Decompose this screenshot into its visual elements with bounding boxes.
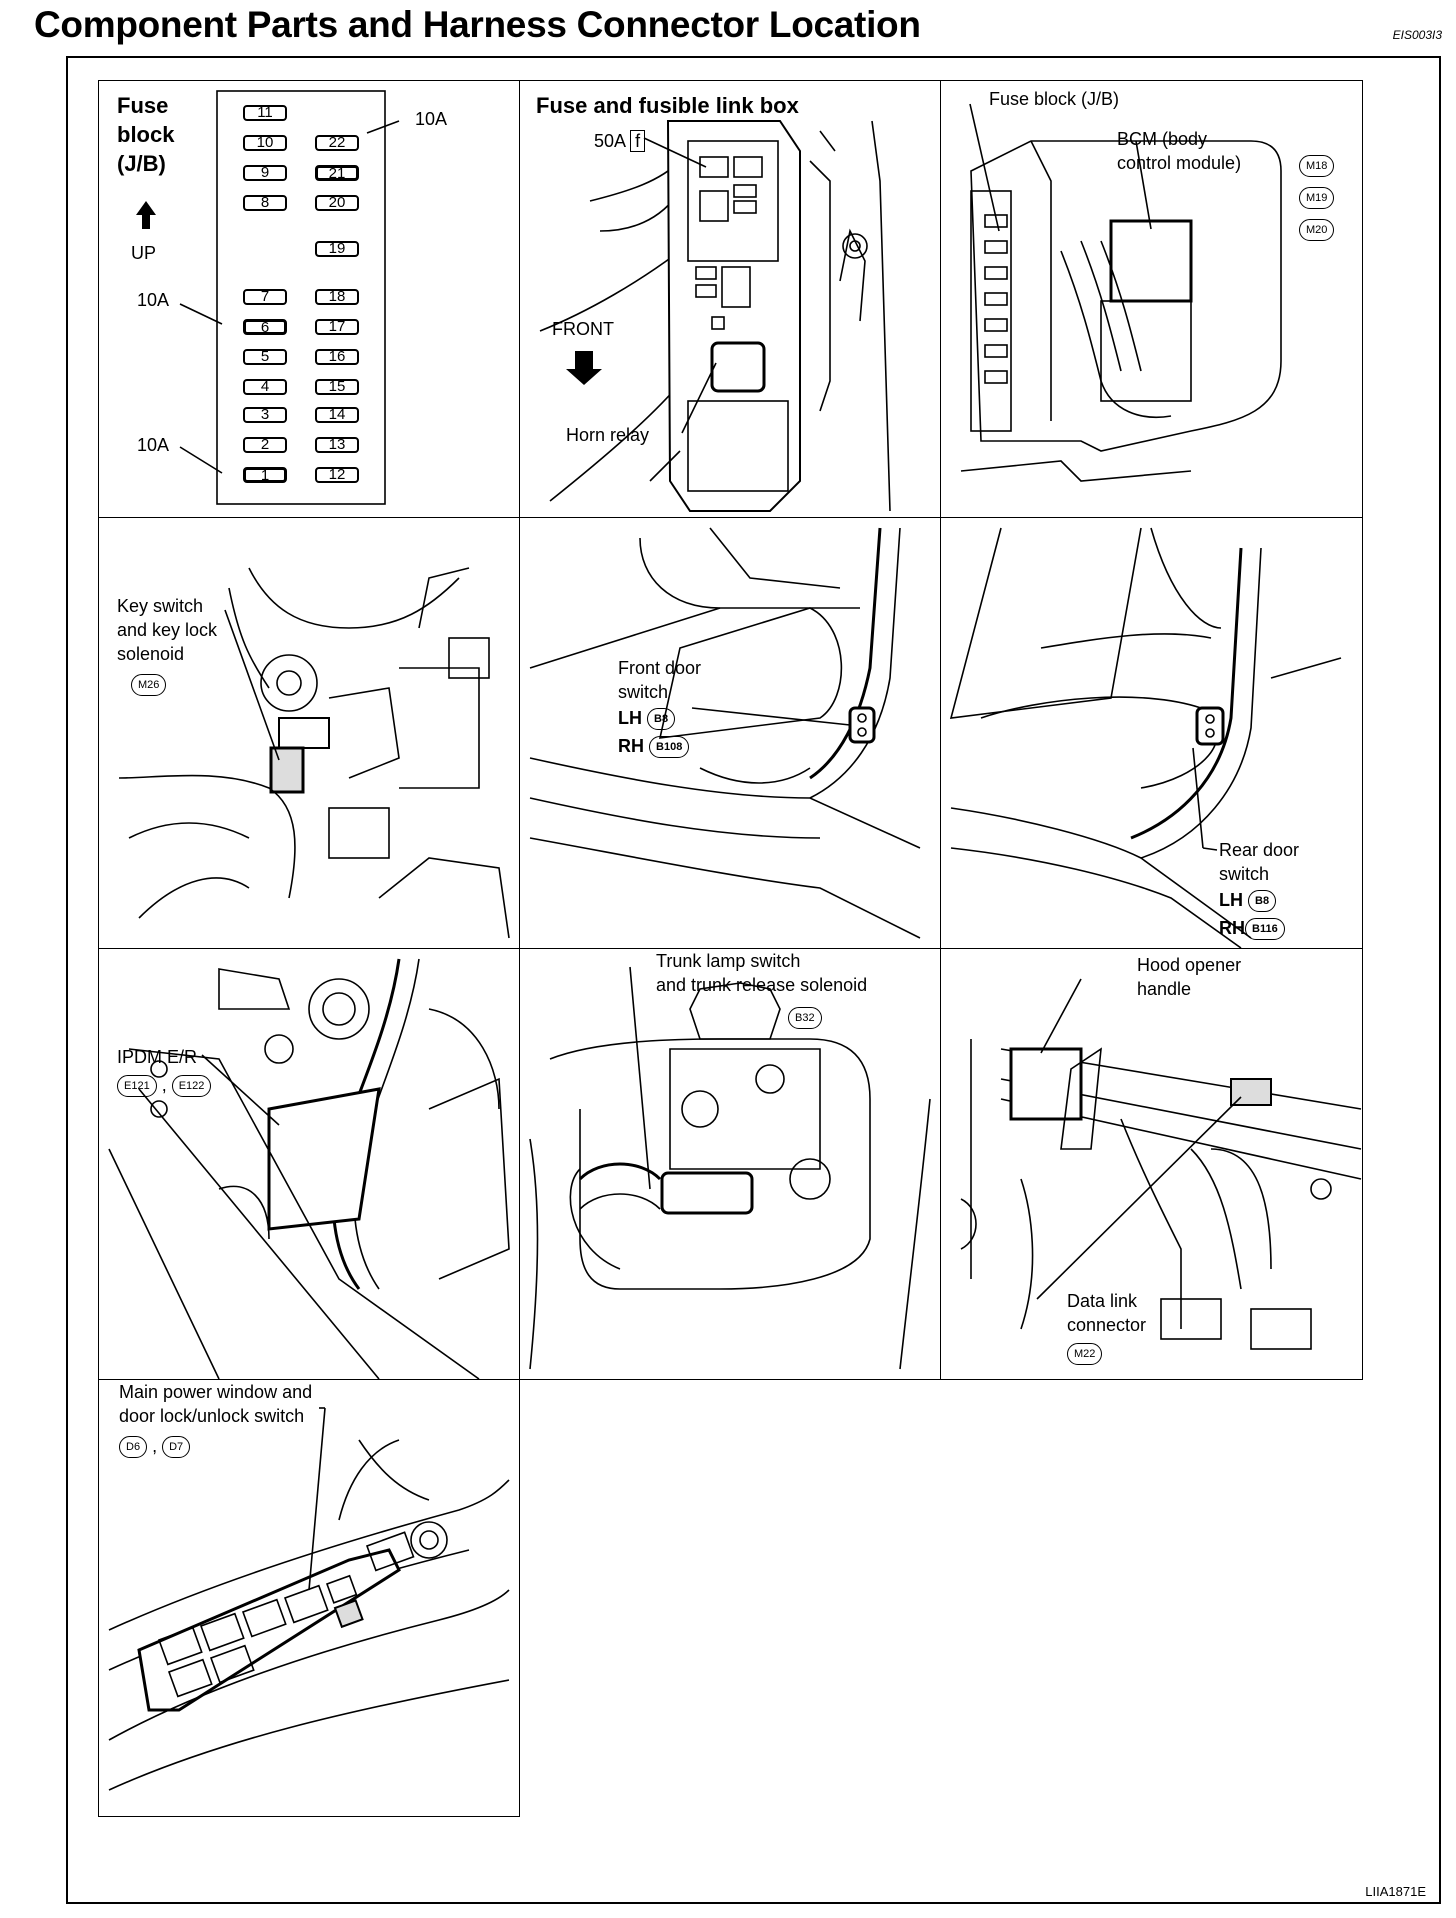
fuse-7: 7 <box>243 289 287 305</box>
key-switch-label-3: solenoid <box>117 644 185 664</box>
fuse-5: 5 <box>243 349 287 365</box>
front-door-rh: RH B108 <box>618 734 690 759</box>
fuse-16: 16 <box>315 349 359 365</box>
power-window-connectors: D6 , D7 <box>119 1434 191 1459</box>
key-switch-panel: Key switch and key lock solenoid M26 <box>98 517 520 949</box>
up-label: UP <box>131 243 157 263</box>
horn-relay-label: Horn relay <box>566 425 650 445</box>
key-switch-drawing <box>118 567 510 939</box>
front-door-panel: Front door switch LH B8 RH B108 <box>519 517 941 949</box>
rear-door-label-1: Rear door <box>1219 840 1300 860</box>
front-door-lh-connector: B8 <box>647 708 676 731</box>
hood-label-1: Hood opener <box>1137 955 1242 975</box>
fuse-4: 4 <box>243 379 287 395</box>
front-door-label-1: Front door <box>618 658 702 678</box>
rear-door-drawing <box>949 527 1342 948</box>
bcm-label-1: BCM (body <box>1117 129 1208 149</box>
front-label: FRONT <box>552 319 614 339</box>
power-window-connector-d6: D6 <box>119 1436 148 1459</box>
trunk-connector: B32 <box>788 1005 822 1030</box>
key-switch-connector: M26 <box>131 672 167 697</box>
section-code: EIS003I3 <box>1392 28 1442 42</box>
fuse-9: 9 <box>243 165 287 181</box>
up-arrow-icon <box>136 201 156 229</box>
bcm-drawing <box>960 103 1282 482</box>
fuse-8: 8 <box>243 195 287 211</box>
trunk-panel: Trunk lamp switch and trunk release sole… <box>519 948 941 1380</box>
fuse-17: 17 <box>315 319 359 335</box>
front-door-lh: LH B8 <box>618 706 676 731</box>
diagram-frame <box>66 56 1441 1904</box>
fuse-2: 2 <box>243 437 287 453</box>
ipdm-label: IPDM E/R <box>117 1047 198 1067</box>
fuse-12: 12 <box>315 467 359 483</box>
front-door-rh-connector: B108 <box>649 736 690 759</box>
ipdm-connectors: E121 , E122 <box>117 1073 212 1098</box>
fuse-block-panel: Fuse block (J/B) UP 10A 10A 10A 11 10 9 … <box>98 80 520 518</box>
ipdm-panel: IPDM E/R E121 , E122 <box>98 948 520 1380</box>
page-title: Component Parts and Harness Connector Lo… <box>34 4 921 45</box>
power-window-panel: Main power window and door lock/unlock s… <box>98 1379 520 1817</box>
fuse-link-box-drawing <box>539 120 891 512</box>
front-door-label-2: switch <box>618 682 669 702</box>
power-window-label-2: door lock/unlock switch <box>119 1406 305 1426</box>
front-arrow-icon <box>566 351 602 385</box>
bcm-connector-m18: M18 <box>1299 153 1335 178</box>
fuse-20: 20 <box>315 195 359 211</box>
fuse-callout-10a-1: 10A <box>137 435 170 455</box>
ipdm-connector-e121: E121 <box>117 1075 157 1098</box>
fuse-link-box-panel: Fuse and fusible link box 50A f FRONT Ho… <box>519 80 941 518</box>
fuse-19: 19 <box>315 241 359 257</box>
fuse-callout-10a-21: 10A <box>415 109 448 129</box>
front-door-drawing <box>529 527 921 939</box>
fuse-3: 3 <box>243 407 287 423</box>
fuse-6: 6 <box>243 319 287 335</box>
rear-door-lh-connector: B8 <box>1248 890 1277 913</box>
hood-label-2: handle <box>1137 979 1192 999</box>
fuse-callout-10a-6: 10A <box>137 290 170 310</box>
fuse-11: 11 <box>243 105 287 121</box>
bcm-fuse-block-label: Fuse block (J/B) <box>989 89 1120 109</box>
fuse-link-box-heading: Fuse and fusible link box <box>536 93 799 118</box>
key-switch-label-2: and key lock <box>117 620 218 640</box>
image-code: LIIA1871E <box>1365 1884 1426 1899</box>
fuse-15: 15 <box>315 379 359 395</box>
power-window-label-1: Main power window and <box>119 1382 313 1402</box>
hood-drawing <box>960 978 1362 1350</box>
rear-door-label-2: switch <box>1219 864 1270 884</box>
power-window-connector-d7: D7 <box>162 1436 191 1459</box>
key-switch-label-1: Key switch <box>117 596 204 616</box>
ipdm-drawing <box>108 958 510 1379</box>
fuse-block-heading: Fuse block (J/B) <box>117 93 175 176</box>
fuse-21: 21 <box>315 165 359 181</box>
bcm-panel: Fuse block (J/B) BCM (body control modul… <box>940 80 1363 518</box>
trunk-label-1: Trunk lamp switch <box>656 951 801 971</box>
ipdm-connector-e122: E122 <box>171 1075 212 1098</box>
fuse-14: 14 <box>315 407 359 423</box>
bcm-connector-m19: M19 <box>1299 185 1335 210</box>
bcm-label-2: control module) <box>1117 153 1242 173</box>
fuse-22: 22 <box>315 135 359 151</box>
fusible-link-50a: 50A f <box>594 129 646 154</box>
fuse-block-drawing <box>136 90 400 505</box>
rear-door-lh: LH B8 <box>1219 888 1277 913</box>
dlc-label-2: connector <box>1067 1315 1147 1335</box>
rear-door-rh-connector: B116 <box>1245 918 1285 941</box>
bcm-connector-m20: M20 <box>1299 217 1335 242</box>
dlc-connector: M22 <box>1067 1341 1103 1366</box>
fusible-link-value: 50A <box>594 131 626 151</box>
fusible-link-letter: f <box>630 130 646 152</box>
dlc-label-1: Data link <box>1067 1291 1138 1311</box>
fuse-18: 18 <box>315 289 359 305</box>
power-window-drawing <box>108 1407 510 1791</box>
fuse-13: 13 <box>315 437 359 453</box>
fuse-1: 1 <box>243 467 287 483</box>
trunk-label-2: and trunk release solenoid <box>656 975 868 995</box>
hood-panel: Hood opener handle Data link connector M… <box>940 948 1363 1380</box>
fuse-10: 10 <box>243 135 287 151</box>
trunk-drawing <box>529 966 931 1370</box>
